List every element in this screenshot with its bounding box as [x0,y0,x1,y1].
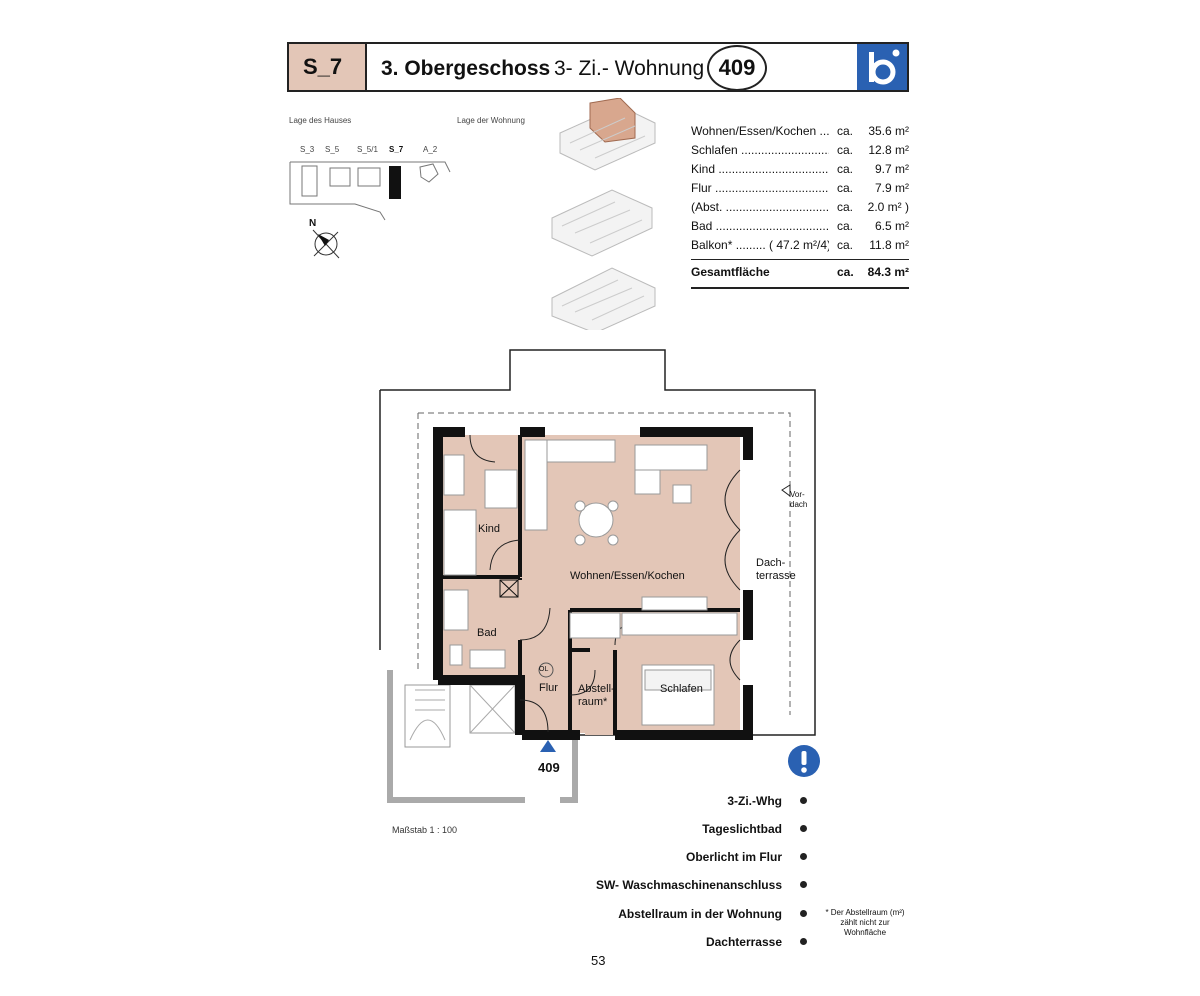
entrance-number: 409 [538,760,560,775]
bullet-icon [800,881,807,888]
building-label: A_2 [423,145,438,154]
entrance-marker-icon [540,740,556,752]
footnote-line: Wohnfläche [843,928,887,937]
floor-title: 3. Obergeschoss [381,57,551,80]
area-row: Kind ...................................… [691,162,909,176]
apartment-type: 3- Zi.- Wohnung [554,57,705,80]
site-plan-diagram [289,161,451,221]
room-label-wohnen: Wohnen/Essen/Kochen [570,570,685,582]
house-location-label: Lage des Hauses [289,116,352,125]
canopy-label: Vor- [790,490,805,499]
b-logo-icon [857,44,907,90]
room-label-kind: Kind [478,523,501,535]
feature-item: Tageslichtbad [702,822,782,836]
north-label: N [309,218,317,229]
footnote-line: * Der Abstellraum (m²) [825,908,905,917]
north-arrow-icon [312,229,340,259]
area-row: Wohnen/Essen/Kochen ......ca.35.6 m² [691,124,909,138]
building-label: S_5/1 [357,145,378,154]
current-building-marker [389,166,401,199]
feature-item: Abstellraum in der Wohnung [618,907,782,921]
footnote: * Der Abstellraum (m²) zählt nicht zur W… [820,908,910,938]
terrace-label: terrasse [756,570,796,582]
area-table-rule [691,287,909,289]
building-code: S_7 [289,44,367,90]
footnote-line: zählt nicht zur [840,918,890,927]
feature-item: SW- Waschmaschinenanschluss [595,878,782,892]
feature-item: Oberlicht im Flur [685,850,782,864]
feature-item: 3-Zi.-Whg [727,794,782,808]
room-label-bad: Bad [477,627,497,639]
bullet-icon [800,910,807,917]
area-row: Balkon* ......... ( 47.2 m²/4)ca.11.8 m² [691,238,909,252]
apartment-location-label: Lage der Wohnung [457,116,525,125]
area-row: (Abst. .................................… [691,200,909,214]
room-label-abstell: Abstell- [578,683,615,695]
building-label: S_3 [300,145,315,154]
building-label: S_5 [325,145,340,154]
building-label-current: S_7 [389,145,404,154]
terrace-label: Dach- [756,557,786,569]
building-stack-diagram [551,98,656,330]
area-row: Schlafen ...............................… [691,143,909,157]
exclamation-icon [788,745,820,777]
room-label-flur: Flur [539,682,558,694]
ol-label: OL [539,666,549,673]
area-row: Flur ...................................… [691,181,909,195]
area-table: Wohnen/Essen/Kochen ......ca.35.6 m² Sch… [691,122,909,282]
bullet-icon [800,853,807,860]
room-label-abstell: raum* [578,696,608,708]
bullet-icon [800,825,807,832]
header-bar: S_7 3. Obergeschoss 3- Zi.- Wohnung 409 [287,42,909,92]
room-label-schlafen: Schlafen [660,683,703,695]
canopy-label: dach [790,500,808,509]
bullet-icon [800,797,807,804]
apartment-number: 409 [707,45,767,91]
page-number: 53 [591,953,606,968]
area-row: Bad ....................................… [691,219,909,233]
scale-label: Maßstab 1 : 100 [392,825,458,835]
bullet-icon [800,938,807,945]
feature-item: Dachterrasse [705,935,782,949]
floor-plan [379,349,816,803]
